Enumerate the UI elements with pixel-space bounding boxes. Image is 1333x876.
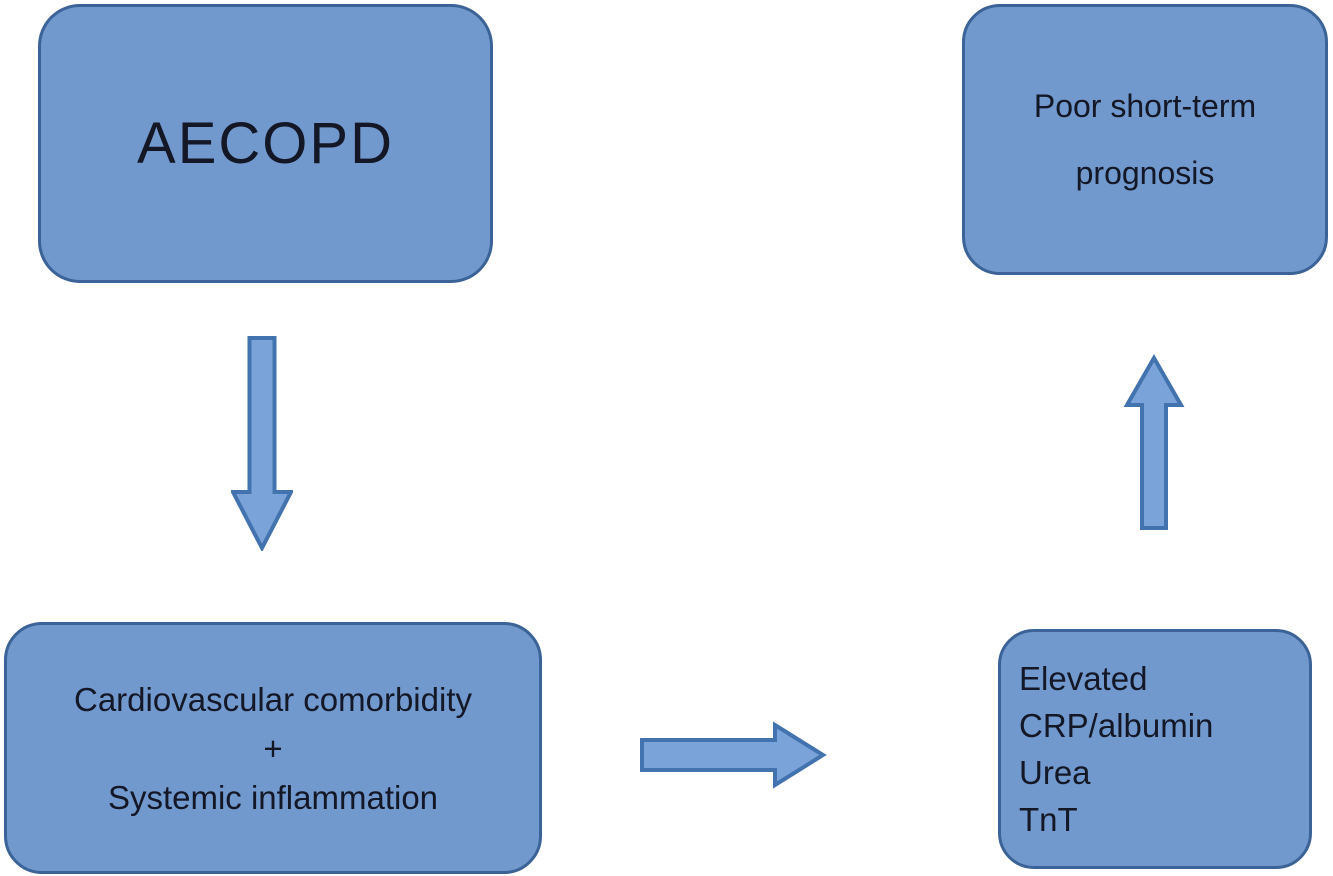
box-cardiovascular-comorbidity-line-3: Systemic inflammation [107,778,439,816]
box-elevated-biomarkers: Elevated CRP/albumin Urea TnT [998,629,1312,869]
box-elevated-biomarkers-line-4: TnT [1019,801,1078,838]
box-cardiovascular-comorbidity-line-1: Cardiovascular comorbidity [74,680,472,718]
box-elevated-biomarkers-line-3: Urea [1019,754,1091,791]
box-cardiovascular-comorbidity-line-2: + [263,729,283,767]
box-poor-prognosis-line-2: prognosis [1075,154,1215,191]
box-aecopd: AECOPD [38,4,493,283]
up-arrow-icon [1123,354,1185,530]
box-elevated-biomarkers-line-1: Elevated [1019,660,1148,697]
down-arrow-icon [231,336,293,551]
box-elevated-biomarkers-line-2: CRP/albumin [1019,707,1214,744]
box-poor-prognosis: Poor short-term prognosis [962,4,1328,275]
box-poor-prognosis-line-1: Poor short-term [1033,87,1257,124]
right-arrow-icon [640,721,827,789]
box-cardiovascular-comorbidity: Cardiovascular comorbidity + Systemic in… [4,622,542,874]
box-aecopd-label: AECOPD [137,111,394,176]
